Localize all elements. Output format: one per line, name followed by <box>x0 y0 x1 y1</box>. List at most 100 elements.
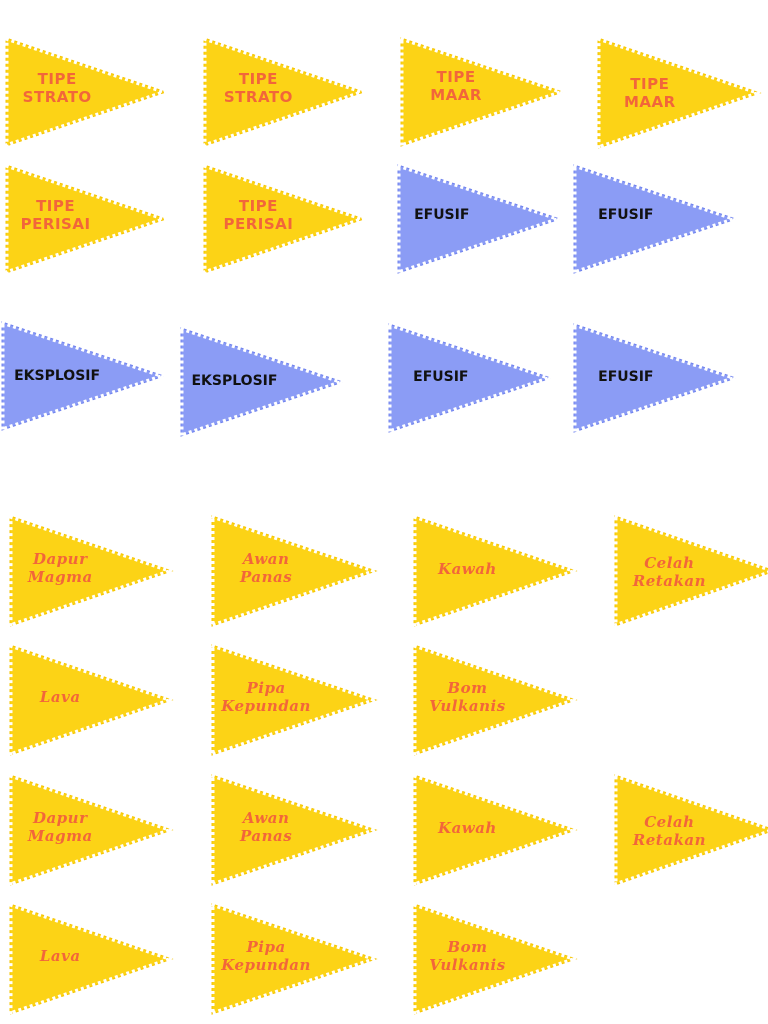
pennant-dotted-edge <box>612 512 768 630</box>
pennant-dotted-edge <box>209 512 384 630</box>
pennant-shape <box>386 320 559 436</box>
pennant-dotted-edge <box>209 900 384 1018</box>
pennant-kawah-1: Kawah <box>411 512 584 630</box>
pennant-triangle <box>573 323 738 433</box>
pennant-shape <box>395 161 568 277</box>
pennant-shape <box>3 34 174 150</box>
pennant-triangle <box>203 37 366 147</box>
pennant-dotted-edge <box>7 641 180 759</box>
pennant-efusif-4: EFUSIF <box>571 320 744 436</box>
pennant-dotted-edge <box>398 34 571 150</box>
pennant-dotted-edge <box>201 161 372 277</box>
pennant-efusif-3: EFUSIF <box>386 320 559 436</box>
pennant-triangle <box>9 515 174 627</box>
pennant-triangle <box>597 37 762 149</box>
pennant-shape <box>201 34 372 150</box>
pennant-dotted-edge <box>0 318 172 434</box>
pennant-shape <box>7 771 180 889</box>
pennant-shape <box>201 161 372 277</box>
pennant-dotted-edge <box>411 900 584 1018</box>
pennant-dotted-edge <box>411 771 584 889</box>
pennant-eksplosif-1: EKSPLOSIF <box>0 318 172 434</box>
pennant-triangle <box>5 164 168 274</box>
pennant-dotted-edge <box>3 34 174 150</box>
pennant-shape <box>571 320 744 436</box>
pennant-triangle <box>180 327 345 437</box>
pennant-triangle <box>413 903 578 1015</box>
pennant-triangle <box>211 515 378 627</box>
pennant-triangle <box>397 164 562 274</box>
pennant-dotted-edge <box>386 320 559 436</box>
pennant-shape <box>411 771 584 889</box>
pennant-shape <box>7 512 180 630</box>
pennant-triangle <box>5 37 168 147</box>
pennant-triangle <box>388 323 553 433</box>
pennant-efusif-1: EFUSIF <box>395 161 568 277</box>
pennant-triangle <box>413 774 578 886</box>
pennant-shape <box>7 900 180 1018</box>
pennant-lava-2: Lava <box>7 900 180 1018</box>
pennant-lava-1: Lava <box>7 641 180 759</box>
pennant-shape <box>612 771 768 889</box>
pennant-shape <box>571 161 744 277</box>
pennant-dotted-edge <box>201 34 372 150</box>
pennant-shape <box>209 900 384 1018</box>
pennant-efusif-2: EFUSIF <box>571 161 744 277</box>
pennant-dotted-edge <box>571 320 744 436</box>
pennant-dotted-edge <box>7 771 180 889</box>
pennant-shape <box>411 641 584 759</box>
pennant-dotted-edge <box>411 641 584 759</box>
pennant-shape <box>178 324 351 440</box>
pennant-triangle <box>413 515 578 627</box>
pennant-triangle <box>9 774 174 886</box>
pennant-shape <box>209 641 384 759</box>
pennant-dotted-edge <box>571 161 744 277</box>
pennant-shape <box>209 771 384 889</box>
pennant-triangle <box>211 774 378 886</box>
pennant-triangle <box>211 644 378 756</box>
pennant-dotted-edge <box>612 771 768 889</box>
pennant-dotted-edge <box>3 161 174 277</box>
pennant-shape <box>3 161 174 277</box>
pennant-dotted-edge <box>395 161 568 277</box>
pennant-eksplosif-2: EKSPLOSIF <box>178 324 351 440</box>
pennant-triangle <box>573 164 738 274</box>
pennant-shape <box>612 512 768 630</box>
pennant-dotted-edge <box>7 900 180 1018</box>
pennant-dotted-edge <box>411 512 584 630</box>
pennant-shape <box>398 34 571 150</box>
pennant-shape <box>209 512 384 630</box>
pennant-triangle <box>1 321 166 431</box>
pennant-triangle <box>400 37 565 147</box>
pennant-shape <box>7 641 180 759</box>
pennant-triangle <box>413 644 578 756</box>
pennant-triangle <box>203 164 366 274</box>
pennant-dotted-edge <box>209 771 384 889</box>
pennant-triangle <box>614 515 768 627</box>
pennant-triangle <box>211 903 378 1015</box>
pennant-shape <box>0 318 172 434</box>
pennant-kawah-2: Kawah <box>411 771 584 889</box>
pennant-dotted-edge <box>178 324 351 440</box>
pennant-triangle <box>9 903 174 1015</box>
pennant-dotted-edge <box>209 641 384 759</box>
pennant-dotted-edge <box>7 512 180 630</box>
pennant-shape <box>411 512 584 630</box>
pennant-triangle <box>614 774 768 886</box>
pennant-dotted-edge <box>595 34 768 152</box>
